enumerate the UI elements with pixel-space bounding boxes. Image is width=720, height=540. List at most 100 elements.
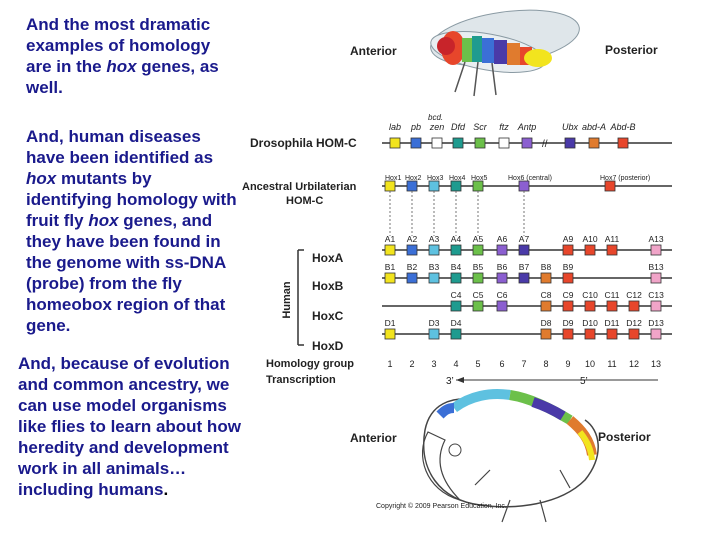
human-gene-label: D12 — [626, 318, 642, 328]
human-gene-box — [384, 328, 396, 340]
copyright-notice: Copyright © 2009 Pearson Education, Inc. — [376, 502, 507, 510]
human-gene-box — [496, 300, 508, 312]
cluster-label: HoxA — [312, 251, 344, 265]
human-gene-label: B13 — [648, 262, 663, 272]
human-gene-label: A10 — [582, 234, 597, 244]
ancestral-homc-label: HOM-C — [286, 195, 323, 207]
homology-group-label: Homology group — [266, 358, 354, 370]
human-gene-box — [406, 244, 418, 256]
fly-gene-boxes — [389, 137, 629, 149]
human-gene-box — [384, 272, 396, 284]
human-gene-label: D3 — [429, 318, 440, 328]
human-gene-box — [540, 272, 552, 284]
fly-gene-label: ftz — [499, 122, 509, 132]
five-prime-label: 5’ — [580, 376, 588, 387]
fly-gene-box — [498, 137, 510, 149]
human-gene-box — [450, 272, 462, 284]
human-gene-box — [496, 244, 508, 256]
fly-gene-label: Dfd — [451, 122, 466, 132]
human-gene-label: C10 — [582, 290, 598, 300]
cluster-label: HoxD — [312, 339, 344, 353]
human-gene-label: D11 — [605, 318, 620, 328]
ancestral-gene-label: Hox1 — [385, 175, 401, 182]
homology-group-number: 8 — [543, 359, 548, 369]
ancestral-gene-box — [384, 180, 396, 192]
ancestral-gene-box — [406, 180, 418, 192]
human-gene-box — [650, 272, 662, 284]
human-gene-box — [472, 272, 484, 284]
fly-gene-label: Scr — [473, 122, 488, 132]
human-gene-label: A11 — [605, 234, 620, 244]
human-gene-box — [562, 272, 574, 284]
fly-gene-label: pb — [410, 122, 421, 132]
fly-gene-box — [588, 137, 600, 149]
fly-gene-label: Ubx — [562, 122, 579, 132]
human-gene-label: D10 — [582, 318, 598, 328]
mouse-embryo-illustration — [421, 389, 599, 523]
human-gene-label: A5 — [473, 234, 484, 244]
human-gene-box — [606, 244, 618, 256]
fly-gene-label: abd-A — [582, 122, 606, 132]
human-gene-label: B2 — [407, 262, 418, 272]
human-gene-box — [606, 300, 618, 312]
embryo-posterior-label: Posterior — [598, 430, 651, 444]
human-gene-label: D9 — [563, 318, 574, 328]
cluster-label: HoxC — [312, 309, 344, 323]
human-gene-box — [428, 272, 440, 284]
human-gene-label: C11 — [605, 290, 620, 300]
fly-gene-labels: lab pb zen Dfd Scr ftz Antp Ubx abd-A Ab… — [389, 122, 636, 132]
human-gene-label: C12 — [626, 290, 642, 300]
human-gene-label: B1 — [385, 262, 396, 272]
homology-group-number: 9 — [565, 359, 570, 369]
homology-group-number: 4 — [453, 359, 458, 369]
ancestral-gene-label: Hox2 — [405, 175, 421, 182]
intro-paragraph: And the most dramatic examples of homolo… — [26, 15, 219, 97]
human-gene-label: A13 — [648, 234, 663, 244]
human-gene-box — [562, 244, 574, 256]
human-gene-box — [650, 328, 662, 340]
fly-anterior-label: Anterior — [350, 44, 397, 58]
human-gene-box — [650, 300, 662, 312]
human-gene-box — [406, 272, 418, 284]
fruit-fly-illustration — [430, 9, 580, 97]
homology-group-number: 10 — [585, 359, 595, 369]
human-gene-label: B6 — [497, 262, 508, 272]
human-gene-box — [450, 328, 462, 340]
human-gene-box — [472, 244, 484, 256]
disease-paragraph: And, human diseases have been identified… — [26, 127, 237, 335]
human-gene-label: B9 — [563, 262, 574, 272]
homology-group-number: 6 — [499, 359, 504, 369]
human-gene-box — [428, 244, 440, 256]
fly-gene-box — [474, 137, 486, 149]
transcription-label: Transcription — [266, 374, 336, 386]
human-gene-box — [496, 272, 508, 284]
human-gene-box — [584, 244, 596, 256]
drosophila-homc-label: Drosophila HOM-C — [250, 136, 357, 150]
human-gene-box — [518, 272, 530, 284]
embryo-anterior-label: Anterior — [350, 431, 397, 445]
human-gene-label: A3 — [429, 234, 440, 244]
fly-gene-label: zen — [429, 122, 445, 132]
human-gene-box — [584, 328, 596, 340]
human-gene-box — [584, 300, 596, 312]
ancestral-gene-box — [518, 180, 530, 192]
fly-gene-box — [617, 137, 629, 149]
human-label: Human — [281, 281, 293, 319]
human-gene-box — [540, 328, 552, 340]
human-gene-label: A9 — [563, 234, 574, 244]
human-gene-label: D13 — [648, 318, 664, 328]
human-gene-label: A6 — [497, 234, 508, 244]
human-gene-box — [606, 328, 618, 340]
human-gene-box — [562, 328, 574, 340]
human-gene-label: C5 — [473, 290, 484, 300]
human-gene-label: B5 — [473, 262, 484, 272]
bcd-label: bcd. — [428, 113, 443, 122]
human-gene-label: B4 — [451, 262, 462, 272]
fly-posterior-label: Posterior — [605, 43, 658, 57]
homology-group-number: 1 — [387, 359, 392, 369]
ancestral-gene-box — [472, 180, 484, 192]
human-gene-label: C8 — [541, 290, 552, 300]
ancestral-label: Ancestral Urbilaterian — [242, 181, 357, 193]
ancestral-gene-box — [428, 180, 440, 192]
